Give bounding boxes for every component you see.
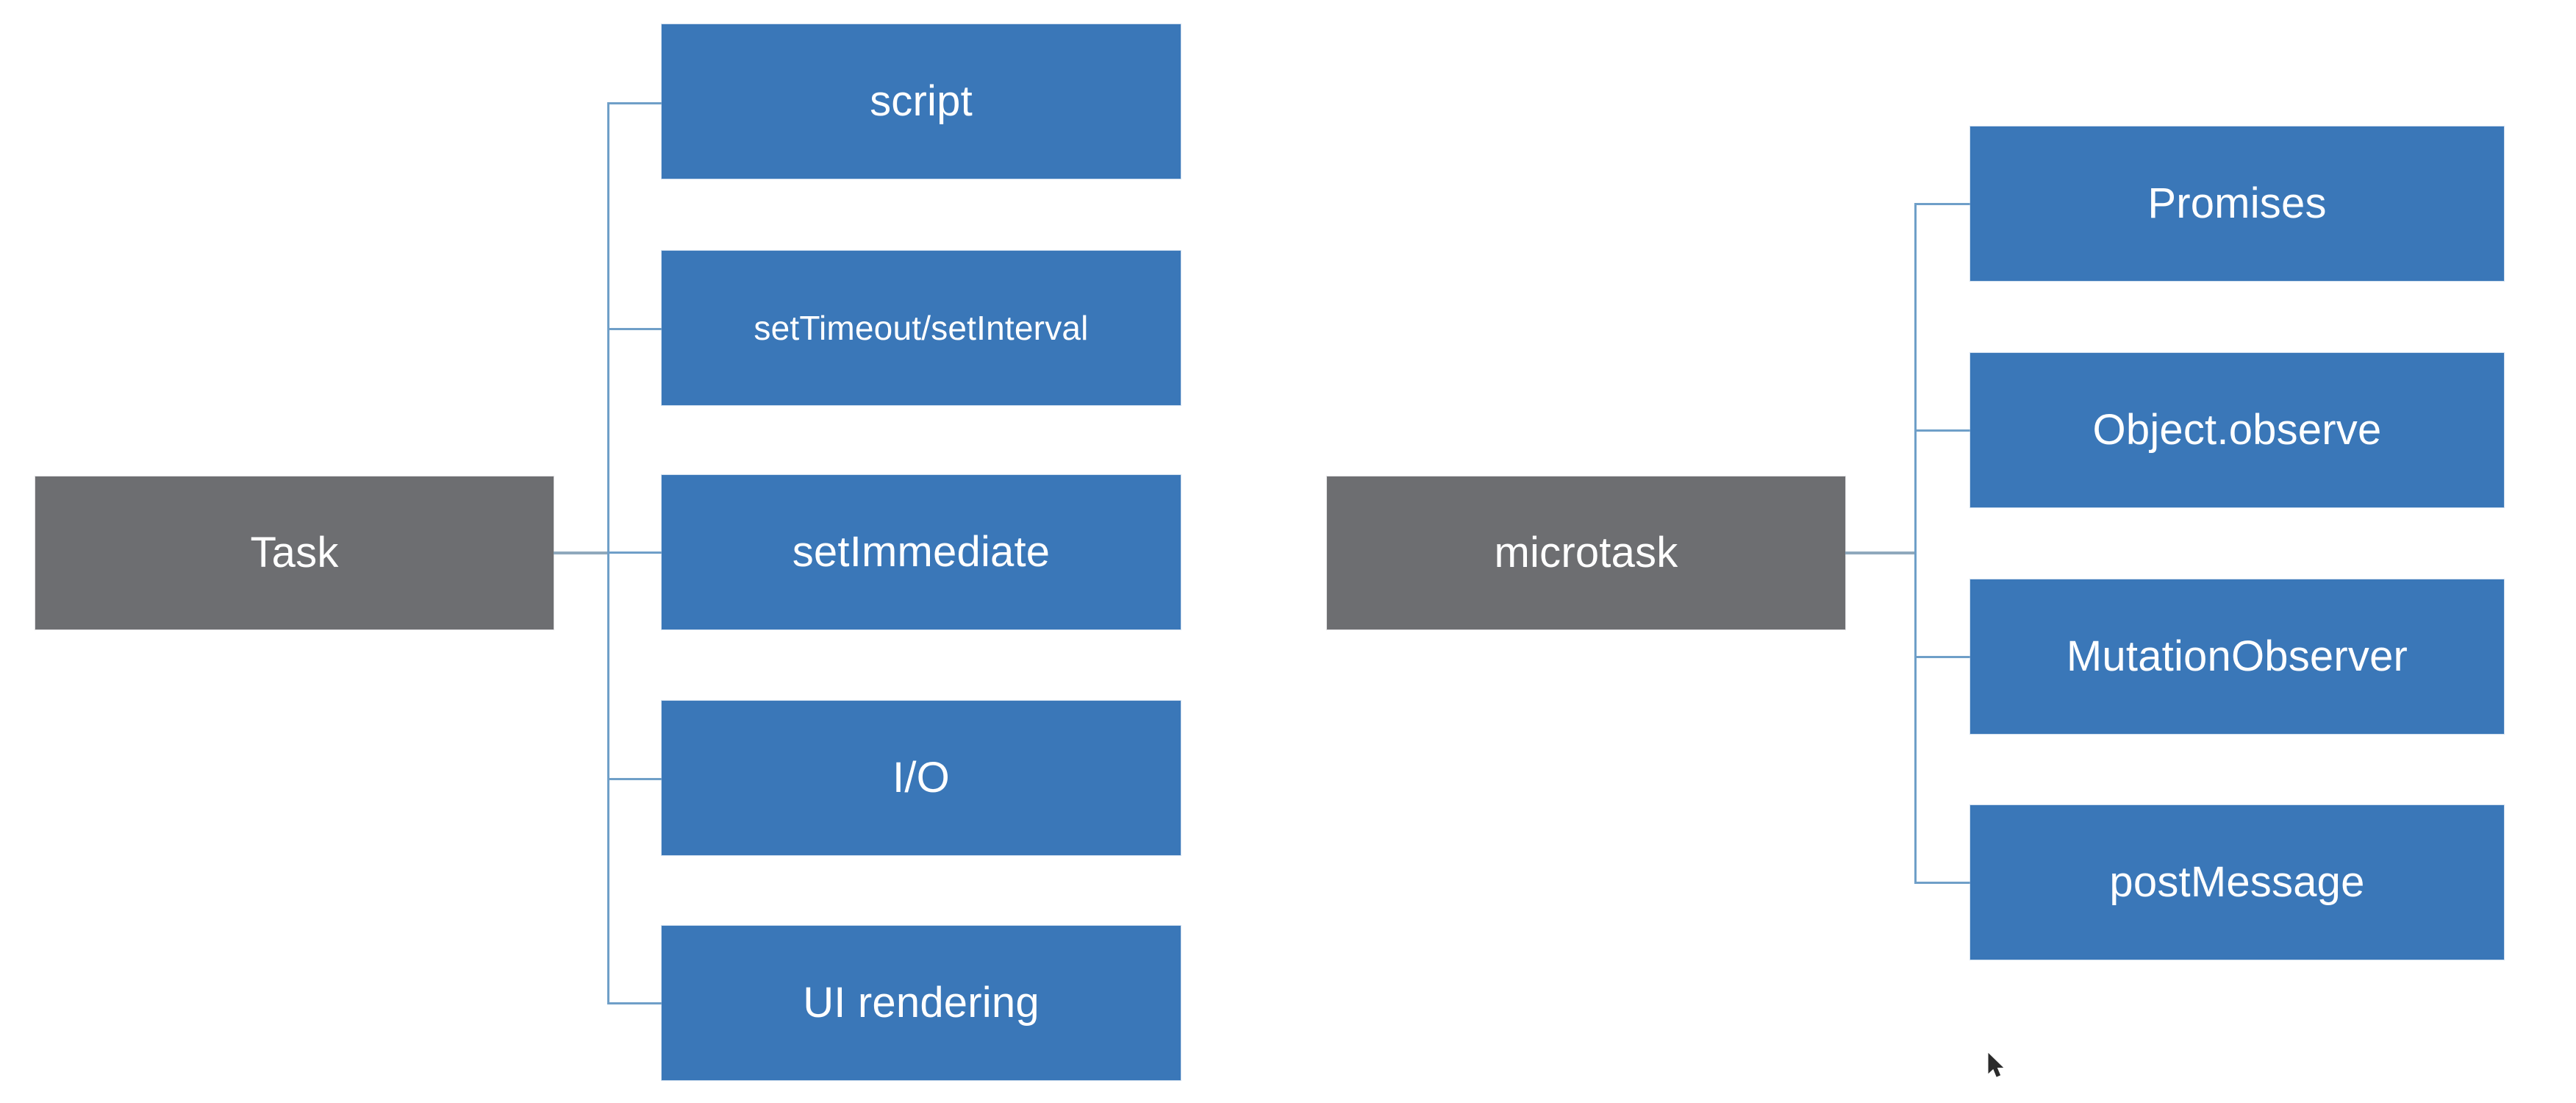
node-label: microtask <box>1494 529 1678 577</box>
connector-task-branch-settimeout <box>607 328 663 330</box>
connector-microtask-branch-promises <box>1914 203 1972 205</box>
node-label: setImmediate <box>792 528 1051 577</box>
connector-microtask-branch-mutationobserver <box>1914 656 1972 658</box>
node-microtask-child-promises[interactable]: Promises <box>1970 126 2504 281</box>
connector-microtask-root-stub <box>1845 552 1917 554</box>
connector-microtask-spine <box>1914 203 1917 884</box>
connector-microtask-branch-postmessage <box>1914 882 1972 884</box>
node-label: script <box>870 77 973 126</box>
node-microtask-child-postmessage[interactable]: postMessage <box>1970 805 2504 960</box>
node-microtask-child-mutationobserver[interactable]: MutationObserver <box>1970 579 2504 734</box>
node-label: UI rendering <box>803 979 1040 1027</box>
connector-task-branch-ui-rendering <box>607 1002 663 1004</box>
node-label: setTimeout/setInterval <box>754 308 1089 347</box>
node-label: Promises <box>2147 179 2327 228</box>
node-task-root[interactable]: Task <box>35 476 554 629</box>
node-label: postMessage <box>2109 858 2365 907</box>
node-label: I/O <box>892 754 950 802</box>
connector-microtask-branch-object-observe <box>1914 429 1972 432</box>
node-task-child-settimeout-setinterval[interactable]: setTimeout/setInterval <box>662 251 1181 405</box>
node-task-child-ui-rendering[interactable]: UI rendering <box>662 926 1181 1080</box>
node-task-child-setimmediate[interactable]: setImmediate <box>662 475 1181 629</box>
node-label: Object.observe <box>2092 406 2382 454</box>
node-task-child-io[interactable]: I/O <box>662 701 1181 855</box>
connector-task-branch-io <box>607 778 663 780</box>
connector-task-branch-setimmediate <box>607 552 663 554</box>
node-label: MutationObserver <box>2066 632 2408 681</box>
connector-task-branch-script <box>607 102 663 104</box>
connector-task-root-stub <box>554 552 609 554</box>
node-microtask-root[interactable]: microtask <box>1327 476 1845 629</box>
node-label: Task <box>250 529 339 577</box>
node-task-child-script[interactable]: script <box>662 24 1181 179</box>
mouse-cursor-arrow-icon <box>1987 1052 2006 1081</box>
node-microtask-child-object-observe[interactable]: Object.observe <box>1970 353 2504 507</box>
